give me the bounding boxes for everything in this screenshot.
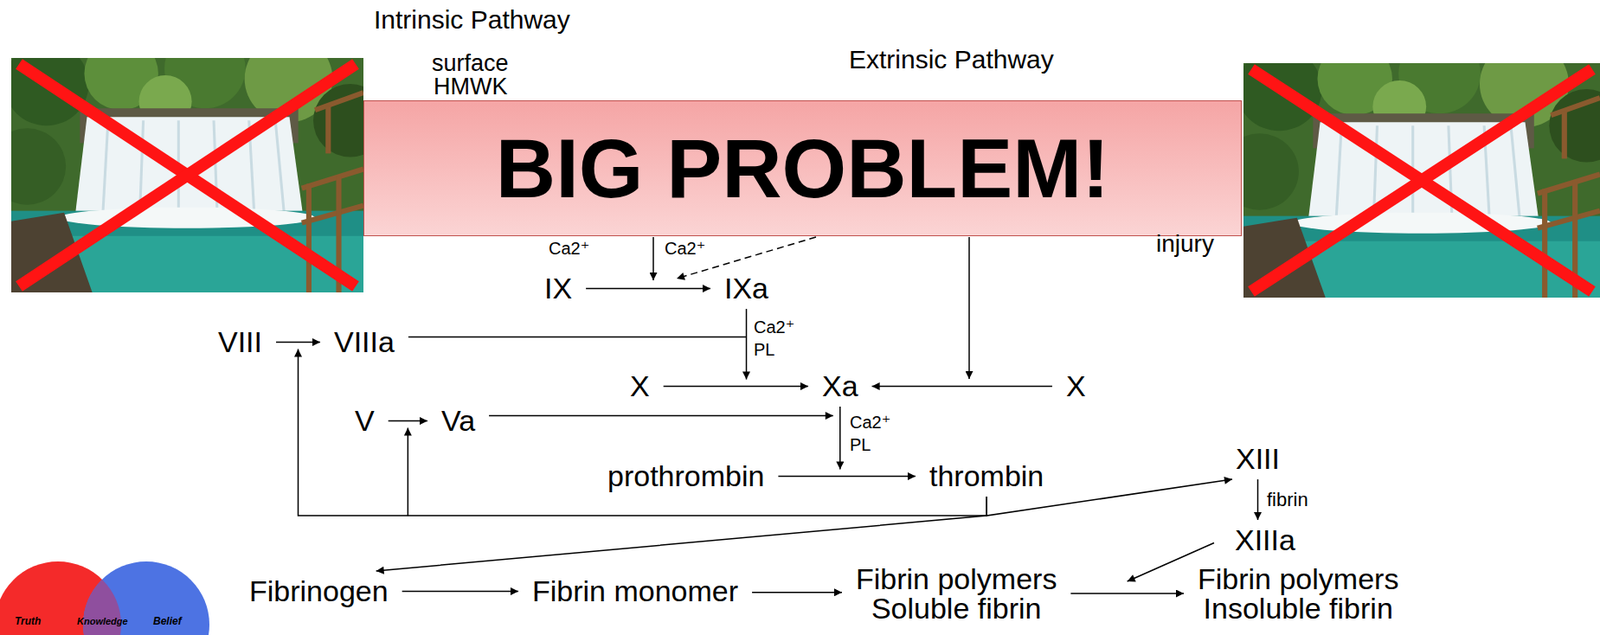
waterfall-photo <box>0 28 387 293</box>
catalysis-arrow <box>745 308 748 380</box>
factor-text: XIII <box>1235 442 1280 476</box>
factor-text: Insoluble fibrin <box>1197 593 1399 624</box>
factor-text: IX <box>544 271 572 306</box>
factor-node: Fibrinogen <box>235 571 403 612</box>
factor-text: VIIIa <box>334 325 395 360</box>
extrinsic-arrow <box>968 237 971 380</box>
factor-text: Fibrin polymers <box>1197 564 1399 594</box>
cofactor-line <box>408 336 747 339</box>
reaction-arrow <box>402 591 519 593</box>
venn-label: Knowledge <box>77 616 129 627</box>
trigger-label: HMWK <box>433 75 508 99</box>
cofactor-label: Ca2⁺ <box>548 239 590 258</box>
factor-text: Soluble fibrin <box>855 593 1057 624</box>
cross-mark <box>19 64 356 287</box>
warning-banner: BIG PROBLEM! <box>363 100 1242 237</box>
factor-text: prothrombin <box>607 459 765 494</box>
calcium-arrow <box>652 237 655 281</box>
factor-node: Va <box>427 400 489 442</box>
factor-text: Fibrin polymers <box>855 564 1057 594</box>
cross-mark <box>19 64 356 287</box>
factor-text: Va <box>441 404 476 438</box>
waterfall-image <box>0 28 387 293</box>
feedback-line <box>298 349 988 517</box>
factor-text: X <box>1066 369 1086 404</box>
factor-node: XIIIa <box>1220 520 1310 561</box>
reaction-arrow <box>1070 592 1184 595</box>
factor-node: VIIIa <box>320 321 409 363</box>
reaction-arrow <box>1257 479 1260 521</box>
cofactor-label: Ca2⁺ <box>753 318 795 336</box>
factor-node: thrombin <box>915 456 1058 497</box>
trigger-label: surface <box>431 51 509 76</box>
factor-text: XIIIa <box>1234 523 1296 558</box>
factor-text: X <box>629 369 650 404</box>
banner-text: BIG PROBLEM! <box>495 127 1110 211</box>
reaction-arrow <box>777 475 916 478</box>
reaction-arrow <box>276 341 321 344</box>
factor-node: XIII <box>1221 438 1294 480</box>
cofactor-label: Ca2⁺ <box>664 239 706 258</box>
cofactor-label: PL <box>753 340 775 359</box>
waterfall-photo <box>1220 33 1600 298</box>
factor-node: Xa <box>808 366 873 407</box>
catalysis-arrow <box>839 406 842 470</box>
factor-node: IXa <box>710 268 783 309</box>
factor-node: VIII <box>204 321 277 363</box>
factor-text: V <box>354 404 375 438</box>
cofactor-label: PL <box>849 436 871 454</box>
cross-mark <box>1251 69 1593 292</box>
venn-diagram <box>0 561 210 635</box>
venn-label: Belief <box>153 616 182 627</box>
factor-node: Fibrin monomer <box>518 571 752 612</box>
reaction-arrow <box>751 591 842 594</box>
cofactor-line <box>488 415 834 418</box>
factor-node: Fibrin polymersInsoluble fibrin <box>1183 561 1413 626</box>
pathway-heading: Intrinsic Pathway <box>373 6 571 33</box>
factor-text: VIII <box>218 325 263 360</box>
pathway-heading: Extrinsic Pathway <box>848 46 1054 73</box>
reaction-arrow <box>388 420 428 423</box>
cross-mark <box>1251 69 1593 292</box>
reaction-arrow <box>872 385 1053 388</box>
feedback-line <box>407 428 410 517</box>
factor-node: Fibrin polymersSoluble fibrin <box>841 561 1071 626</box>
trigger-label: injury <box>1156 231 1215 257</box>
venn-label: Truth <box>14 616 41 627</box>
factor-node: X <box>1052 366 1100 407</box>
factor-node: X <box>616 366 664 407</box>
reaction-arrow <box>585 288 711 290</box>
edge-label: fibrin <box>1266 490 1309 510</box>
factor-text: Fibrin monomer <box>532 574 739 609</box>
factor-text: thrombin <box>929 459 1044 494</box>
cofactor-label: Ca2⁺ <box>849 413 891 431</box>
factor-node: V <box>340 400 389 442</box>
factor-text: Fibrinogen <box>249 574 389 609</box>
reaction-arrow <box>376 496 987 572</box>
factor-node: prothrombin <box>593 456 778 497</box>
reaction-arrow <box>663 385 809 388</box>
waterfall-image <box>1220 33 1600 298</box>
factor-node: IX <box>530 268 586 309</box>
factor-text: Xa <box>822 369 859 404</box>
factor-text: IXa <box>724 271 769 306</box>
